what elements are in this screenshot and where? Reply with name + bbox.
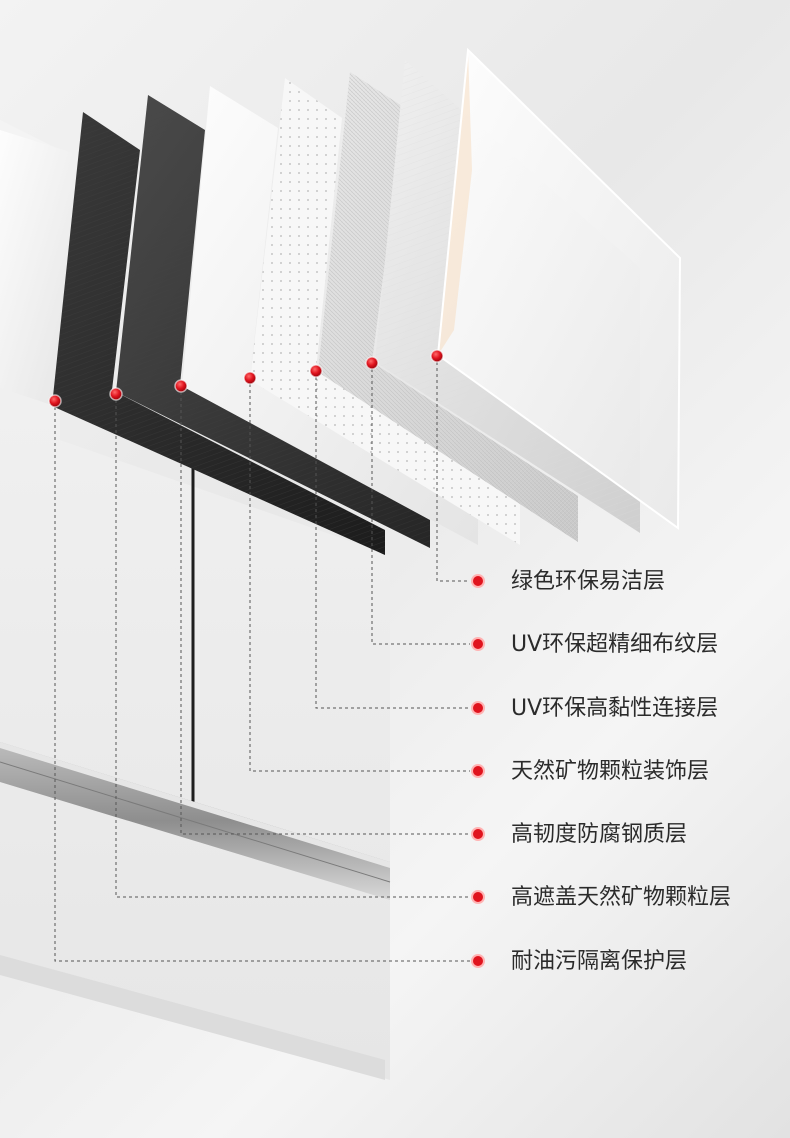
layer-label: 天然矿物颗粒装饰层: [511, 759, 710, 784]
label-dot: [471, 574, 485, 588]
label-dot: [471, 890, 485, 904]
sheet-easy-clean-top: [436, 47, 682, 530]
sheet-steel-core: [116, 95, 430, 548]
layer-label: 耐油污隔离保护层: [511, 949, 688, 974]
leader-line: [436, 362, 470, 582]
leader-line: [54, 407, 470, 962]
layer-anchor-dot: [243, 371, 257, 385]
sheet-adhesive: [250, 78, 520, 545]
layer-anchor-dot: [430, 349, 444, 363]
layer-label: UV环保高黏性连接层: [511, 696, 719, 721]
layer-anchor-dot: [309, 364, 323, 378]
label-dot: [471, 954, 485, 968]
sheet-high-cover-mineral: [52, 112, 385, 555]
layer-anchor-dots: [48, 349, 444, 408]
layer-anchor-dot: [365, 356, 379, 370]
leader-line: [249, 384, 470, 772]
layer-anchor-dot: [48, 394, 62, 408]
label-dot: [471, 764, 485, 778]
leader-line: [115, 400, 470, 898]
cabinet-door-panel: [0, 120, 391, 1080]
layer-anchor-dot: [109, 387, 123, 401]
layer-anchor-dot: [174, 379, 188, 393]
sheet-oil-resistant: [0, 130, 80, 405]
leader-lines: [54, 362, 470, 962]
label-dot: [471, 637, 485, 651]
layer-label: 高遮盖天然矿物颗粒层: [511, 885, 732, 910]
layer-label: 绿色环保易洁层: [511, 569, 666, 594]
layer-label: 高韧度防腐钢质层: [511, 822, 688, 847]
sheet-fabric-texture: [318, 72, 578, 542]
label-dots: [471, 574, 485, 968]
leader-line: [371, 369, 470, 645]
label-dot: [471, 701, 485, 715]
leader-line: [315, 377, 470, 709]
sheet-mineral-decor: [182, 86, 478, 545]
layer-label: UV环保超精细布纹层: [511, 632, 719, 657]
label-dot: [471, 827, 485, 841]
